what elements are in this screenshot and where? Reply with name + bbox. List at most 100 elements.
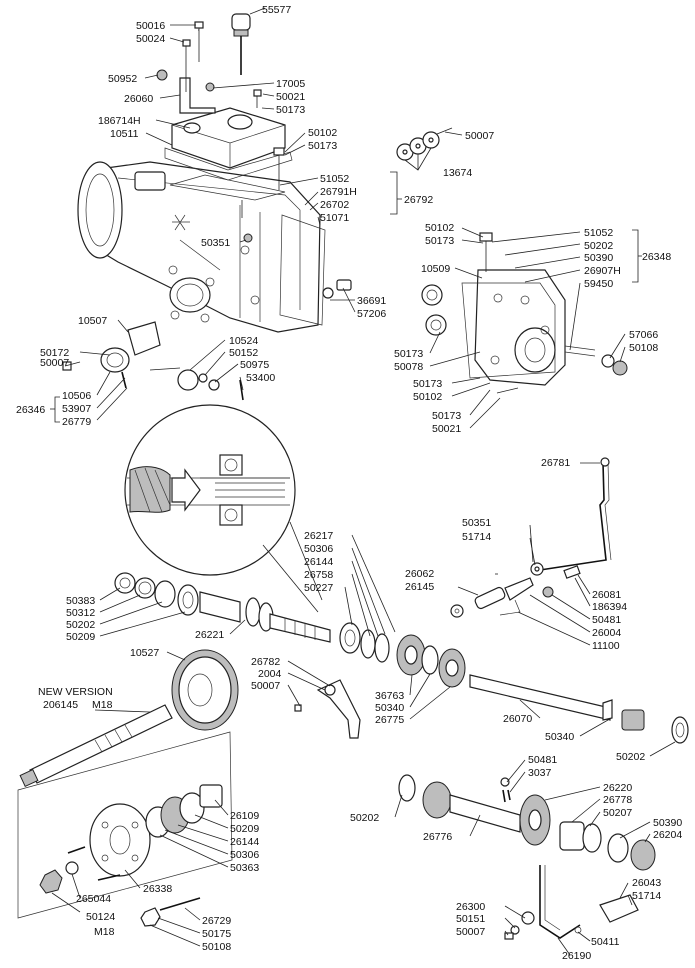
label-50021: 50021: [432, 423, 461, 435]
label-m18: M18: [92, 699, 113, 711]
label-50175: 50175: [202, 928, 231, 940]
label-50202: 50202: [616, 751, 645, 763]
label-50306: 50306: [230, 849, 259, 861]
label-50173: 50173: [308, 140, 337, 152]
label-50007: 50007: [251, 680, 280, 692]
label-50975: 50975: [240, 359, 269, 371]
label-50202: 50202: [584, 240, 613, 252]
label-50481: 50481: [528, 754, 557, 766]
pto-cover: [62, 321, 244, 401]
shim-washers: [396, 127, 453, 171]
selector-lever: [504, 865, 639, 940]
callout-frame: [17, 731, 233, 919]
label-50108: 50108: [629, 342, 658, 354]
label-50152: 50152: [229, 347, 258, 359]
label-51052: 51052: [584, 227, 613, 239]
label-51071: 51071: [320, 212, 349, 224]
label-26775: 26775: [375, 714, 404, 726]
label-50108: 50108: [202, 941, 231, 953]
label-50102: 50102: [425, 222, 454, 234]
label-26070: 26070: [503, 713, 532, 725]
label-50173: 50173: [394, 348, 423, 360]
label-50173: 50173: [432, 410, 461, 422]
label-26792: 26792: [404, 194, 433, 206]
drain-plug: [322, 279, 352, 299]
label-53400: 53400: [246, 372, 275, 384]
label-26145: 26145: [405, 581, 434, 593]
label-50340: 50340: [545, 731, 574, 743]
label-10509: 10509: [421, 263, 450, 275]
label-13674: 13674: [443, 167, 472, 179]
label-26300: 26300: [456, 901, 485, 913]
label-26190: 26190: [562, 950, 591, 962]
large-gear: [166, 649, 239, 731]
label-50390: 50390: [653, 817, 682, 829]
gearbox-housing: [77, 161, 326, 333]
label-50016: 50016: [136, 20, 165, 32]
label-26776: 26776: [423, 831, 452, 843]
label-26043: 26043: [632, 877, 661, 889]
label-2004: 2004: [258, 668, 282, 680]
mainshaft-assembly: [114, 572, 689, 744]
label-26338: 26338: [143, 883, 172, 895]
label-36691: 36691: [357, 295, 386, 307]
label-50021: 50021: [276, 91, 305, 103]
label-50202: 50202: [66, 619, 95, 631]
label-26221: 26221: [195, 629, 224, 641]
label-57066: 57066: [629, 329, 658, 341]
label-26729: 26729: [202, 915, 231, 927]
detail-magnifier: [124, 404, 323, 613]
label-26004: 26004: [592, 627, 621, 639]
label-26791H: 26791H: [320, 186, 357, 198]
label-new-version: NEW VERSION: [38, 686, 113, 698]
label-26346: 26346: [16, 404, 45, 416]
shift-lever: [450, 457, 612, 618]
label-26062: 26062: [405, 568, 434, 580]
label-50351: 50351: [201, 237, 230, 249]
label-11100: 11100: [592, 640, 620, 652]
label-50078: 50078: [394, 361, 423, 373]
side-cover: [421, 232, 628, 394]
label-50363: 50363: [230, 862, 259, 874]
label-10524: 10524: [229, 335, 258, 347]
label-26778: 26778: [603, 794, 632, 806]
label-26081: 26081: [592, 589, 621, 601]
label-26779: 26779: [62, 416, 91, 428]
label-3037: 3037: [528, 767, 552, 779]
label-50172: 50172: [40, 347, 69, 359]
label-59450: 59450: [584, 278, 613, 290]
label-50102: 50102: [413, 391, 442, 403]
label-26758: 26758: [304, 569, 333, 581]
label-36763: 36763: [375, 690, 404, 702]
label-26109: 26109: [230, 810, 259, 822]
label-50390: 50390: [584, 252, 613, 264]
label-51714: 51714: [462, 531, 491, 543]
label-50209: 50209: [230, 823, 259, 835]
label-26782: 26782: [251, 656, 280, 668]
label-50952: 50952: [108, 73, 137, 85]
label-50227: 50227: [304, 582, 333, 594]
label-50340: 50340: [375, 702, 404, 714]
shift-fork: [294, 679, 361, 739]
label-m18: M18: [94, 926, 115, 938]
label-26348: 26348: [642, 251, 671, 263]
label-10511: 10511: [110, 128, 139, 140]
label-26144: 26144: [304, 556, 333, 568]
label-186394: 186394: [592, 601, 627, 613]
label-26702: 26702: [320, 199, 349, 211]
label-50202: 50202: [350, 812, 379, 824]
label-50173: 50173: [413, 378, 442, 390]
part-labels: 55577 50016 50024 50952 26060 17005 5002…: [16, 4, 682, 962]
label-26217: 26217: [304, 530, 333, 542]
label-26220: 26220: [603, 782, 632, 794]
label-51052: 51052: [320, 173, 349, 185]
label-10506: 10506: [62, 390, 91, 402]
label-10507: 10507: [78, 315, 107, 327]
top-cover: [156, 13, 293, 218]
label-265044: 265044: [76, 893, 111, 905]
label-50383: 50383: [66, 595, 95, 607]
leaders-top: [50, 7, 642, 429]
cluster-gear: [398, 774, 656, 871]
label-206145: 206145: [43, 699, 78, 711]
label-50411: 50411: [591, 936, 620, 948]
